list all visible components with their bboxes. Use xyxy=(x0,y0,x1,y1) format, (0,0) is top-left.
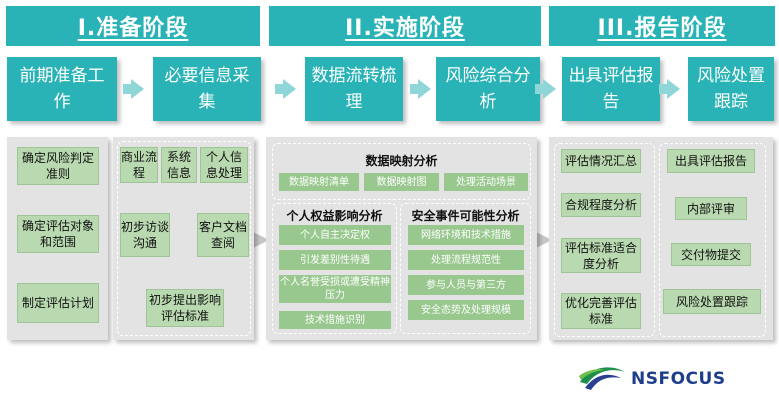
dashed-frame xyxy=(659,143,766,337)
arrow-right-icon xyxy=(275,79,296,99)
item-mapping-graph: 数据映射图 xyxy=(364,173,439,191)
item-reputation: 个人名誉受损或遭受精神压力 xyxy=(279,275,391,303)
panel-collection: 商业流程 系统信息 个人信息处理 初步访谈沟通 客户文档查阅 初步提出影响评估标… xyxy=(113,137,254,340)
step-report: 出具评估报告 xyxy=(562,57,660,121)
item-autonomy: 个人自主决定权 xyxy=(279,225,391,245)
item-standard: 初步提出影响评估标准 xyxy=(146,289,224,327)
item-summary: 评估情况汇总 xyxy=(561,149,641,173)
item-internal-review: 内部评审 xyxy=(675,197,747,220)
step-data-flow: 数据流转梳理 xyxy=(305,57,403,121)
item-system-info: 系统信息 xyxy=(161,147,197,183)
arrow-right-icon xyxy=(123,79,144,99)
mapping-title: 数据映射分析 xyxy=(365,154,438,168)
nsfocus-logo-text: NSFOCUS xyxy=(631,369,726,389)
item-risk-criteria: 确定风险判定准则 xyxy=(17,147,99,185)
dashed-frame xyxy=(272,203,397,334)
item-mapping-list: 数据映射清单 xyxy=(279,173,359,191)
phase-prepare-header: I.准备阶段 xyxy=(6,6,260,46)
step-preparation: 前期准备工作 xyxy=(7,57,117,121)
arrow-right-icon xyxy=(410,79,431,99)
item-optimize: 优化完善评估标准 xyxy=(561,293,641,329)
nsfocus-logo-icon xyxy=(579,367,625,390)
step-risk-analysis: 风险综合分析 xyxy=(436,57,540,121)
dashed-frame xyxy=(554,143,655,337)
panel-analysis: 数据映射分析 数据映射清单 数据映射图 处理活动场景 个人权益影响分析 个人自主… xyxy=(266,137,537,340)
phase-implement-header: II.实施阶段 xyxy=(269,6,541,46)
arrow-right-icon xyxy=(659,79,680,99)
dashed-frame xyxy=(117,141,251,336)
arrow-right-icon xyxy=(535,79,556,99)
item-fitness: 评估标准适合度分析 xyxy=(561,238,641,273)
panel-report: 评估情况汇总 合规程度分析 评估标准适合度分析 优化完善评估标准 出具评估报告 … xyxy=(549,137,773,340)
likelihood-title: 安全事件可能性分析 xyxy=(411,209,520,223)
dashed-frame xyxy=(400,203,531,334)
item-third-party: 参与人员与第三方 xyxy=(408,275,524,295)
rights-impact-title: 个人权益影响分析 xyxy=(286,209,383,223)
item-process-norms: 处理流程规范性 xyxy=(408,250,524,270)
dashed-frame xyxy=(272,143,531,200)
item-discrimination: 引发差别性待遇 xyxy=(279,250,391,270)
phase-report-header: III.报告阶段 xyxy=(549,6,775,46)
item-compliance: 合规程度分析 xyxy=(561,193,641,217)
item-tech-measures: 技术措施识别 xyxy=(279,311,391,329)
item-pi-processing: 个人信息处理 xyxy=(200,147,248,183)
step-info-collection: 必要信息采集 xyxy=(153,57,261,121)
item-network-env: 网络环境和技术措施 xyxy=(408,225,524,245)
item-interview: 初步访谈沟通 xyxy=(120,213,170,257)
item-plan: 制定评估计划 xyxy=(17,283,99,323)
item-security-posture: 安全态势及处理规模 xyxy=(408,300,524,320)
panel-preparation: 确定风险判定准则 确定评估对象和范围 制定评估计划 xyxy=(7,137,108,340)
item-risk-tracking: 风险处置跟踪 xyxy=(663,289,761,314)
item-scope: 确定评估对象和范围 xyxy=(17,215,99,253)
item-deliverables: 交付物提交 xyxy=(671,243,751,266)
item-scenarios: 处理活动场景 xyxy=(444,173,528,191)
item-issue-report: 出具评估报告 xyxy=(667,149,755,173)
item-business-process: 商业流程 xyxy=(120,147,158,183)
item-doc-review: 客户文档查阅 xyxy=(197,213,249,257)
step-risk-tracking: 风险处置跟踪 xyxy=(688,57,774,121)
